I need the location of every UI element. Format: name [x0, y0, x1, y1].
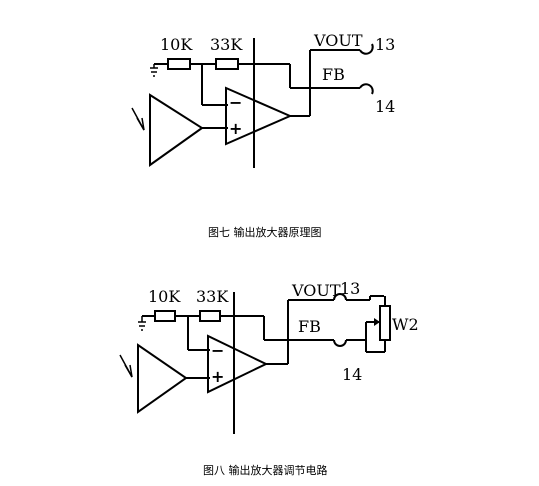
potentiometer-w2: [379, 305, 391, 341]
fb-label: FB: [322, 65, 345, 84]
ground-symbol: [150, 64, 158, 77]
input-arrow-icon: [119, 354, 133, 378]
figure-1-caption: 图七 输出放大器原理图: [208, 225, 322, 239]
pin-13-label: 13: [375, 35, 395, 54]
plus-sign: +: [211, 367, 224, 386]
vout-label: VOUT: [291, 281, 341, 300]
figure-2: 10K 33K − +: [119, 279, 419, 477]
pot-label: W2: [392, 315, 419, 334]
resistor-33k: [215, 58, 239, 70]
terminal-13: [359, 43, 374, 55]
pin-14-label: 14: [375, 97, 395, 116]
wiper-arrow-icon: [372, 318, 380, 326]
resistor-10k-label: 10K: [148, 287, 181, 306]
minus-sign: −: [211, 341, 224, 360]
input-buffer: [149, 93, 204, 167]
resistor-33k-label: 33K: [210, 35, 243, 54]
op-amp: [207, 334, 269, 394]
terminal-14: [333, 339, 347, 347]
fb-label: FB: [298, 317, 321, 336]
input-arrow-icon: [131, 107, 145, 131]
resistor-10k-label: 10K: [160, 35, 193, 54]
plus-sign: +: [229, 119, 242, 138]
terminal-14: [359, 83, 374, 95]
figure-2-caption: 图八 输出放大器调节电路: [203, 463, 328, 477]
figure-1: 10K 33K − + VOU: [131, 31, 395, 239]
pin-14-label: 14: [342, 365, 362, 384]
minus-sign: −: [229, 93, 242, 112]
ground-symbol: [138, 316, 146, 331]
input-buffer: [137, 343, 188, 414]
vout-label: VOUT: [313, 31, 363, 50]
terminal-13: [333, 293, 347, 301]
pin-13-label: 13: [340, 279, 360, 298]
resistor-33k: [199, 310, 221, 322]
resistor-10k: [154, 310, 176, 322]
resistor-10k: [167, 58, 191, 70]
op-amp: [225, 86, 293, 146]
resistor-33k-label: 33K: [196, 287, 229, 306]
